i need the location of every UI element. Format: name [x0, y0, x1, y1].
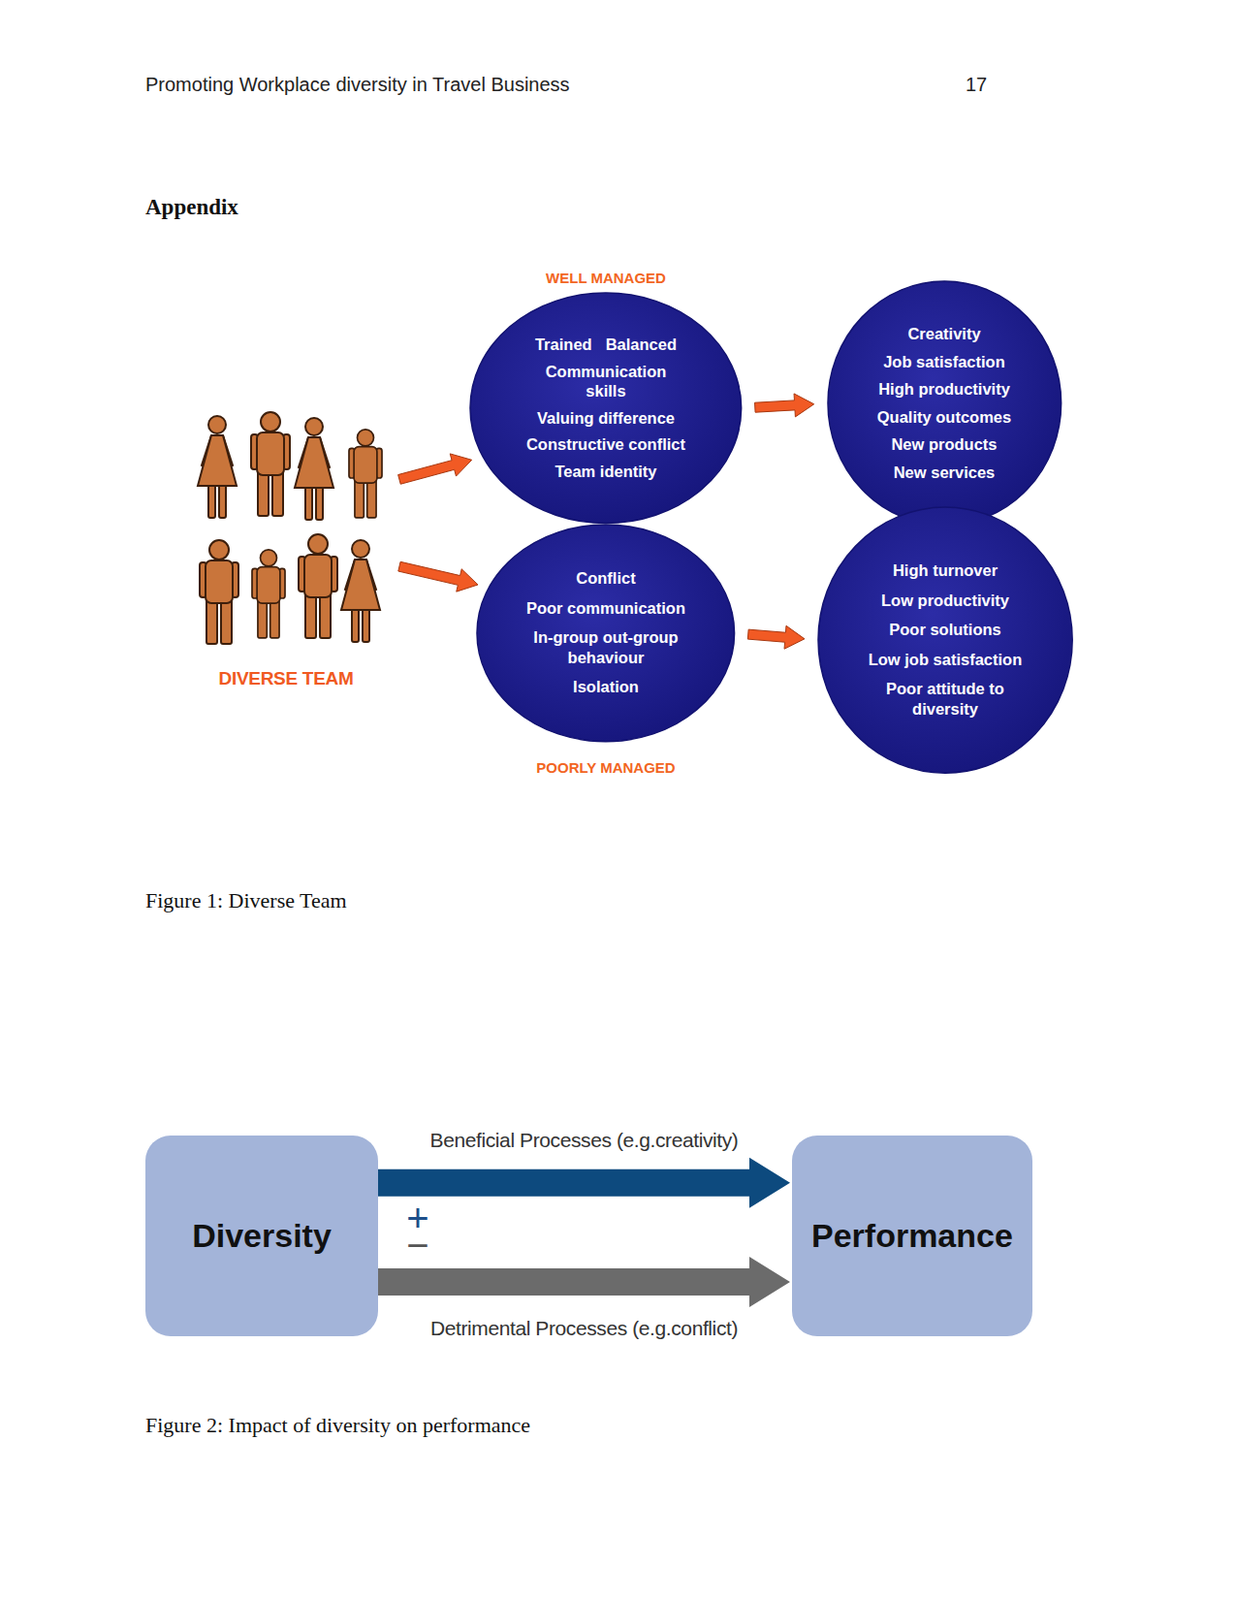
group-label: POORLY MANAGED	[536, 760, 675, 775]
node-text: Isolation	[572, 677, 639, 698]
man-figure	[298, 534, 338, 638]
node-text: DIVERSE TEAM	[219, 667, 354, 689]
node-text: Team identity	[554, 461, 657, 482]
node-text: Quality outcomes	[877, 407, 1012, 428]
diverse-team-group: DIVERSE TEAM	[174, 402, 398, 690]
node-text: Performance	[811, 1216, 1014, 1254]
node-text-block: CreativityJob satisfactionHigh productiv…	[870, 323, 1018, 483]
node-text: Valuing difference	[537, 408, 675, 429]
flow-arrow	[398, 561, 478, 592]
woman-figure	[197, 415, 237, 518]
node-text-block: DIVERSE TEAM	[174, 667, 398, 690]
flow-arrow	[747, 625, 805, 649]
node-text: Constructive conflict	[526, 435, 686, 456]
page-number: 17	[965, 74, 987, 95]
circle-shape	[470, 292, 742, 524]
node-text-block: ConflictPoor communicationIn-group out-g…	[517, 568, 695, 698]
flow-arrow	[378, 1157, 791, 1208]
node-text: Poor communication	[526, 598, 686, 619]
running-header: Promoting Workplace diversity in Travel …	[145, 74, 571, 95]
people-figures	[197, 412, 382, 644]
node-text: Job satisfaction	[883, 351, 1006, 373]
flow-arrow	[398, 453, 473, 484]
node-text-block: High turnoverLow productivityPoor soluti…	[856, 560, 1034, 720]
practice-circle: Trained BalancedCommunication skillsValui…	[470, 292, 742, 524]
node-text-block: Performance	[811, 1216, 1014, 1255]
node-text: High turnover	[892, 560, 998, 581]
edge-label: Beneficial Processes (e.g.creativity)	[426, 1128, 743, 1152]
flow-arrow	[378, 1256, 791, 1307]
node-text: Poor solutions	[888, 619, 1002, 640]
practice-circle: ConflictPoor communicationIn-group out-g…	[476, 524, 735, 742]
sign-symbol: −	[406, 1225, 429, 1265]
man-figure	[199, 539, 239, 644]
node-text: Trained	[535, 334, 593, 355]
node-text: High productivity	[878, 379, 1011, 400]
node-text: Low productivity	[881, 590, 1010, 611]
figure-caption: Figure 2: Impact of diversity on perform…	[145, 1414, 531, 1436]
figure-caption: Figure 1: Diverse Team	[145, 889, 348, 912]
node-text: Creativity	[907, 323, 981, 345]
node-text-block: Trained BalancedCommunication skillsValui…	[517, 334, 695, 482]
node-text: New services	[893, 462, 996, 483]
group-label: WELL MANAGED	[545, 270, 666, 286]
circle-shape	[827, 281, 1062, 526]
man-figure	[348, 429, 382, 518]
node-text: Poor attitude to diversity	[863, 679, 1027, 720]
circle-shape	[818, 507, 1073, 773]
outcome-circle: CreativityJob satisfactionHigh productiv…	[827, 281, 1062, 526]
node-text: Low job satisfaction	[868, 649, 1023, 670]
woman-figure	[294, 417, 334, 520]
node-text: In-group out-group behaviour	[524, 628, 688, 668]
node-text: Balanced	[605, 334, 677, 355]
edge-label: Detrimental Processes (e.g.conflict)	[426, 1316, 742, 1340]
outcome-circle: High turnoverLow productivityPoor soluti…	[818, 507, 1073, 773]
concept-box: Performance	[792, 1135, 1033, 1336]
man-figure	[251, 412, 290, 516]
node-text-block: Diversity	[191, 1216, 332, 1255]
section-title: Appendix	[145, 194, 239, 221]
node-text: Diversity	[191, 1216, 332, 1254]
man-figure	[252, 549, 286, 638]
node-text: New products	[890, 435, 997, 456]
concept-box: Diversity	[145, 1135, 379, 1336]
woman-figure	[341, 539, 381, 642]
node-text: Communication skills	[524, 361, 688, 402]
flow-arrow	[755, 393, 815, 417]
node-text: Conflict	[575, 568, 635, 589]
